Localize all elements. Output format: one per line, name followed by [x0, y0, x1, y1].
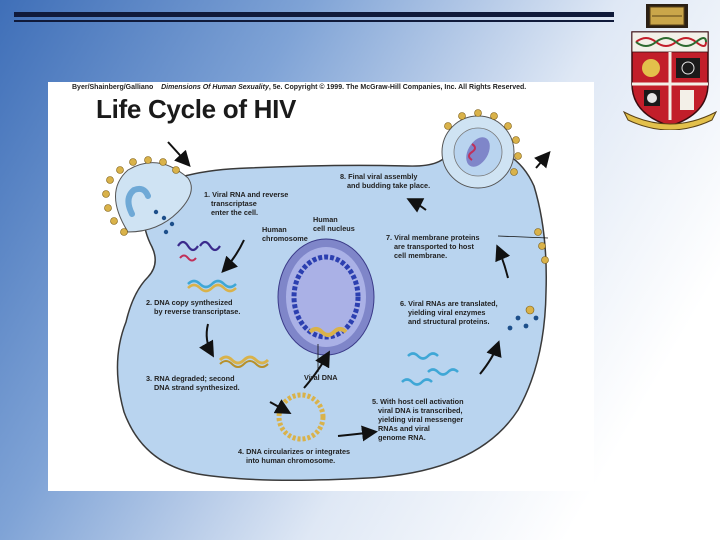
step-6-line-2: yielding viral enzymes: [408, 308, 485, 317]
step-3-line-2: DNA strand synthesized.: [154, 383, 240, 392]
step-6-line-3: and structural proteins.: [408, 317, 490, 326]
step-5-line-5: genome RNA.: [378, 433, 426, 442]
header-rule-thin: [14, 20, 614, 22]
step-8-line-1: 8. Final viral assembly: [340, 172, 418, 181]
step-8-line-2: and budding take place.: [347, 181, 430, 190]
label-cell-nucleus-1: Human: [313, 215, 338, 224]
label-cell-nucleus-2: cell nucleus: [313, 224, 355, 233]
human-chromosome: [291, 254, 361, 340]
viral-rna-entered: [177, 240, 221, 252]
step-1-line-1: 1. Viral RNA and reverse: [204, 190, 288, 199]
header-rule-thick: [14, 12, 614, 17]
step-7-line-1: 7. Viral membrane proteins: [386, 233, 480, 242]
label-human-chromosome-1: Human: [262, 225, 287, 234]
dna-copy-strand: [187, 279, 237, 289]
viral-mrna-2: [427, 368, 459, 376]
diagram-canvas: Human chromosome Human cell nucleus Vira…: [102, 109, 551, 481]
cell-nucleus: [277, 238, 375, 356]
entering-virus: [102, 156, 192, 236]
hiv-lifecycle-figure: Byer/Shainberg/Galliano Dimensions Of Hu…: [48, 82, 594, 491]
step-5-line-3: yielding viral messenger: [378, 415, 463, 424]
step-7-line-2: are transported to host: [394, 242, 474, 251]
step-5-line-2: viral DNA is transcribed,: [378, 406, 462, 415]
step-6-line-1: 6. Viral RNAs are translated,: [400, 299, 498, 308]
membrane-proteins: [534, 228, 549, 264]
figure-credit: Byer/Shainberg/Galliano Dimensions Of Hu…: [72, 84, 527, 91]
label-viral-dna: Viral DNA: [304, 373, 338, 382]
step-4-line-1: 4. DNA circularizes or integrates: [238, 447, 350, 456]
label-human-chromosome-2: chromosome: [262, 234, 308, 243]
step-4-line-2: into human chromosome.: [246, 456, 335, 465]
step-2-line-2: by reverse transcriptase.: [154, 307, 240, 316]
step-5-line-1: 5. With host cell activation: [372, 397, 464, 406]
figure-title: Life Cycle of HIV: [96, 94, 297, 124]
step-2-line-1: 2. DNA copy synthesized: [146, 298, 233, 307]
viral-rna-small: [179, 254, 197, 262]
viral-mrna-3: [401, 378, 433, 386]
step-5-line-4: RNAs and viral: [378, 424, 430, 433]
viral-mrna-1: [407, 352, 439, 360]
step-1-line-2: transcriptase: [211, 199, 257, 208]
integrated-viral-dna: [308, 327, 348, 337]
dna-copy-strand-2: [187, 283, 237, 293]
circular-viral-dna: [276, 392, 326, 442]
step-3-line-1: 3. RNA degraded; second: [146, 374, 235, 383]
university-crest-logo: [622, 4, 718, 130]
cycle-arrows: [167, 141, 551, 442]
budding-virus: [441, 109, 522, 189]
double-strand-dna: [218, 355, 270, 365]
step-7-line-3: cell membrane.: [394, 251, 447, 260]
viral-proteins: [507, 305, 539, 331]
step-1-line-3: enter the cell.: [211, 208, 258, 217]
